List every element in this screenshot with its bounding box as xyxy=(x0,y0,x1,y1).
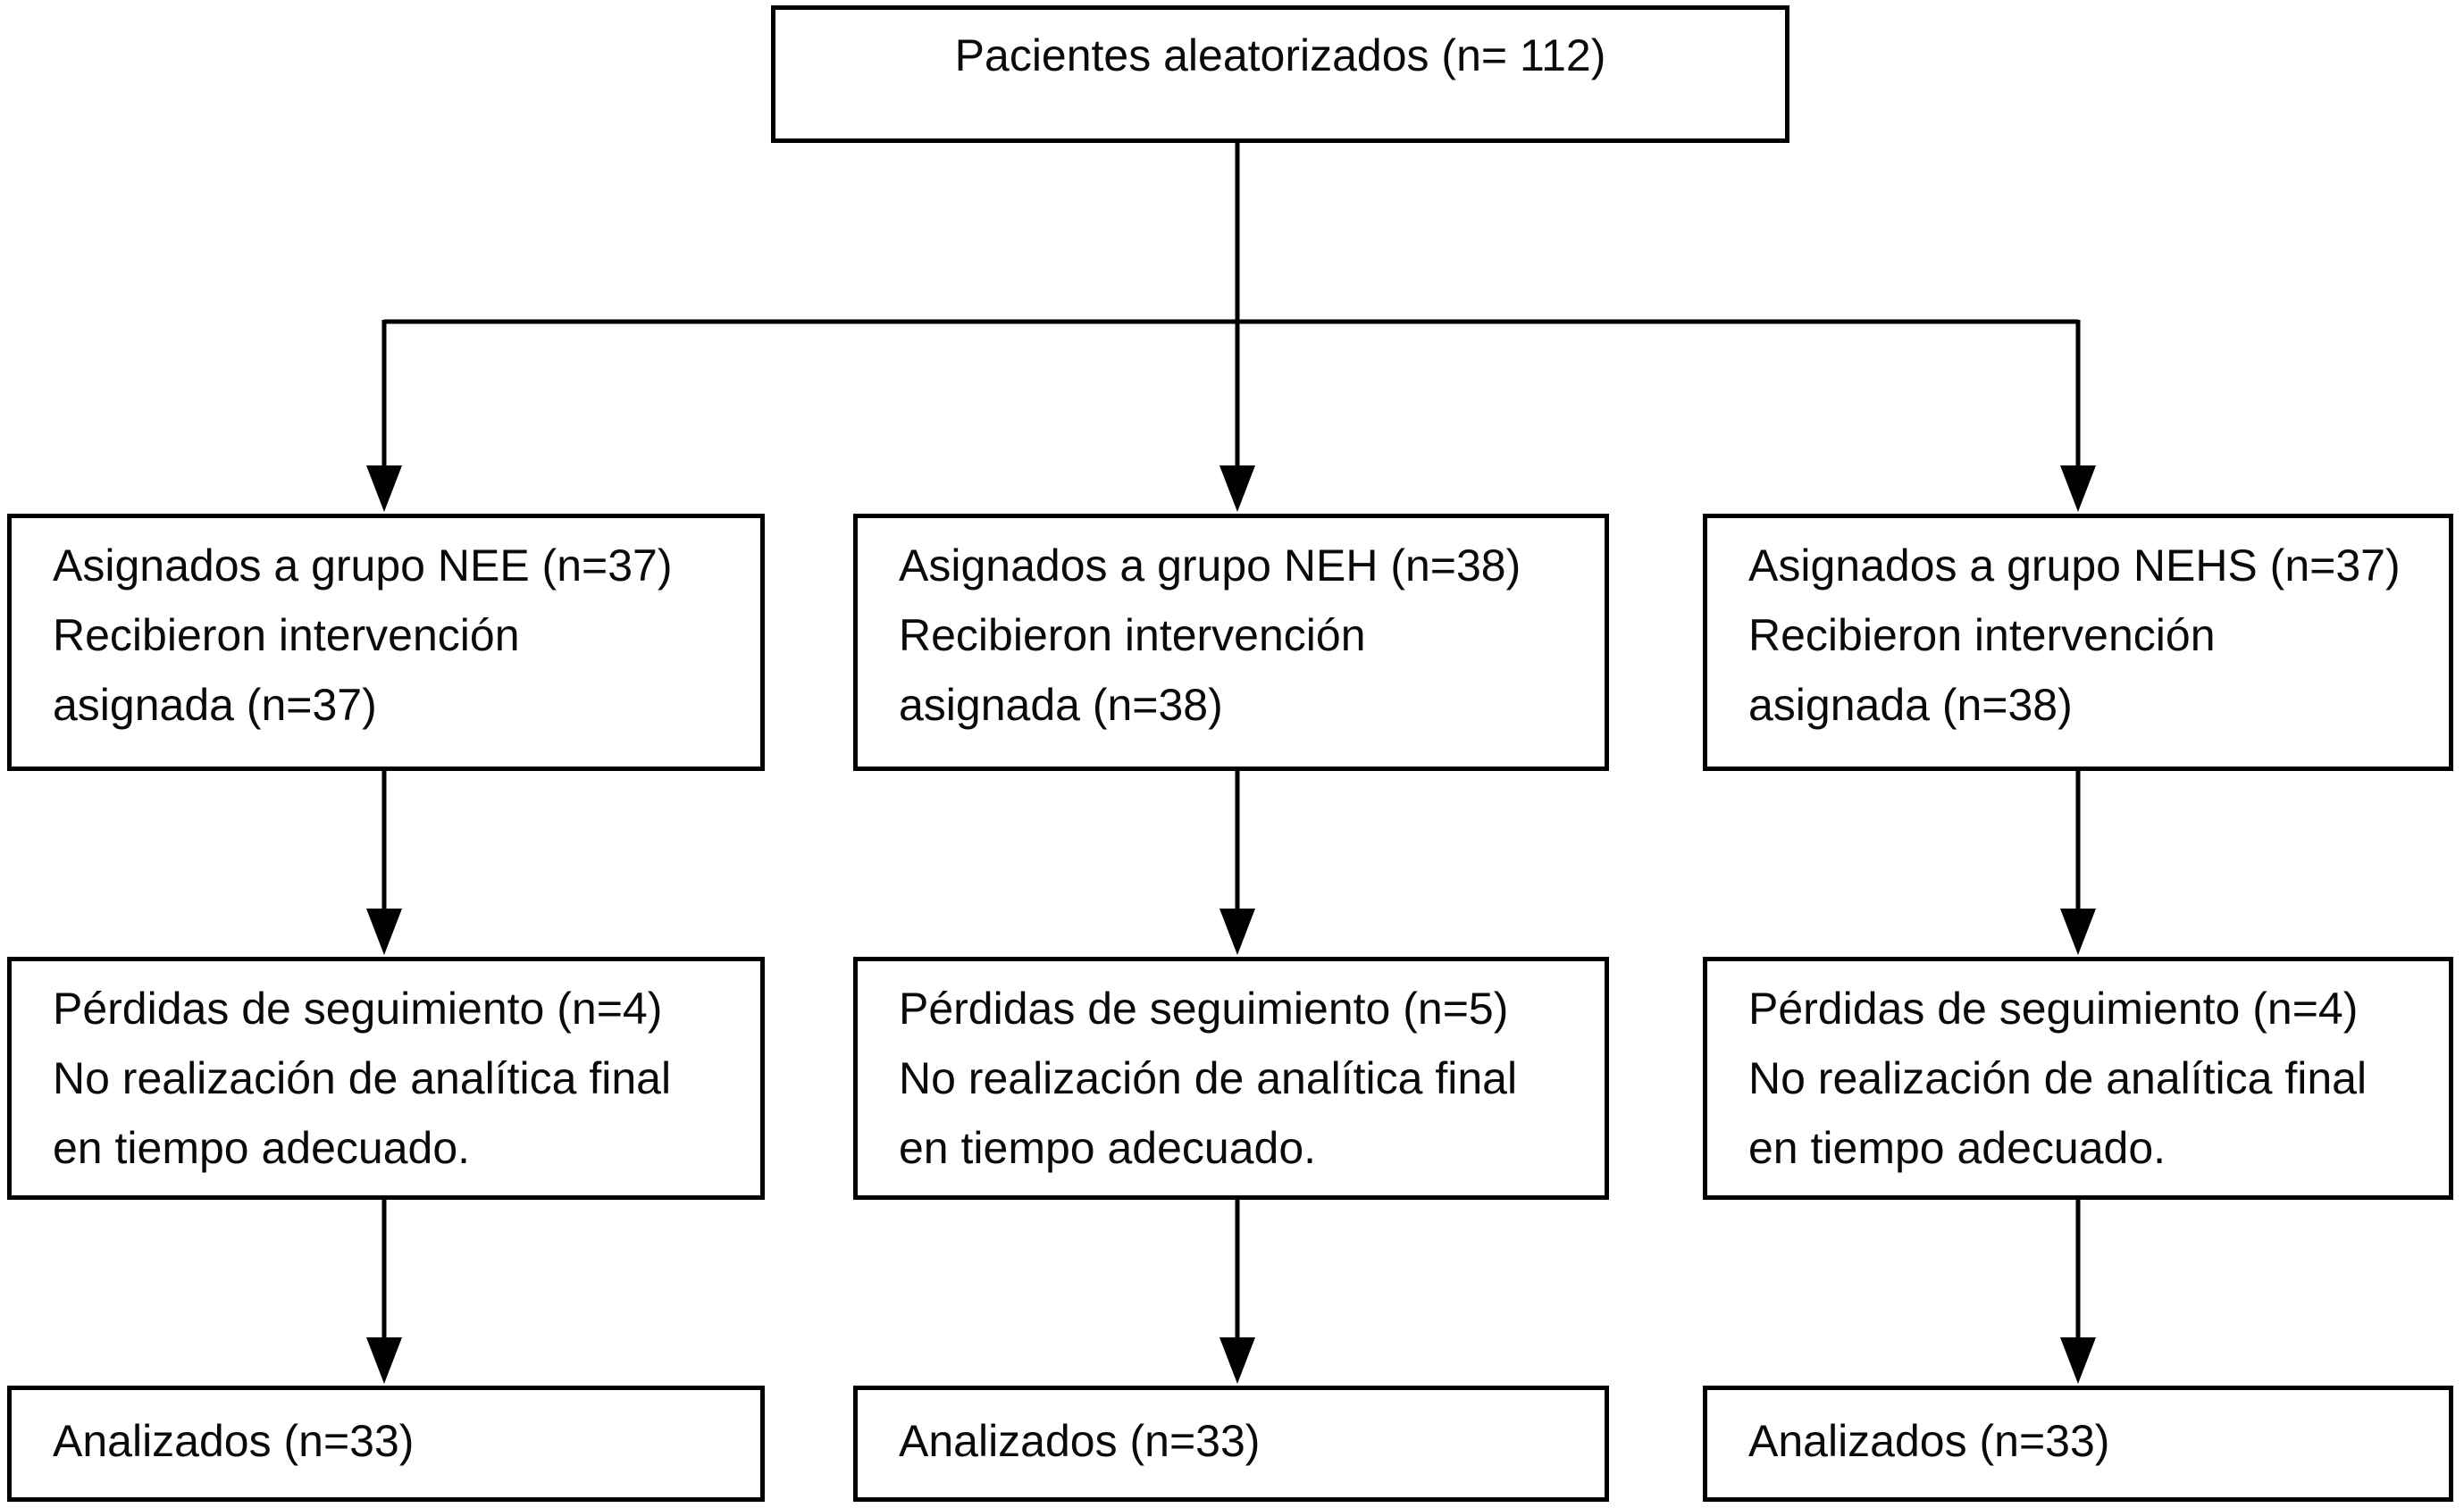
assigned-nehs-line2: Recibieron intervención xyxy=(1748,610,2216,660)
randomized-label: Pacientes aleatorizados (n= 112) xyxy=(954,30,1606,80)
lost-nehs-line1: Pérdidas de seguimiento (n=4) xyxy=(1748,984,2359,1034)
lost-neh-line3: en tiempo adecuado. xyxy=(899,1123,1317,1173)
assigned-neh-line1: Asignados a grupo NEH (n=38) xyxy=(899,540,1521,591)
assigned-neh-line2: Recibieron intervención xyxy=(899,610,1366,660)
lost-nee-line2: No realización de analítica final xyxy=(53,1053,672,1103)
arrowhead-middle-lost xyxy=(1219,909,1255,955)
analyzed-neh-label: Analizados (n=33) xyxy=(899,1416,1261,1466)
box-analyzed-nee: Analizados (n=33) xyxy=(7,1386,765,1502)
box-analyzed-neh: Analizados (n=33) xyxy=(853,1386,1609,1502)
box-assigned-neh: Asignados a grupo NEH (n=38) Recibieron … xyxy=(853,514,1609,771)
arrowhead-left-assigned xyxy=(366,465,402,512)
arrowhead-middle-analyzed xyxy=(1219,1337,1255,1384)
assigned-nee-line2: Recibieron intervención xyxy=(53,610,520,660)
box-lost-nee: Pérdidas de seguimiento (n=4) No realiza… xyxy=(7,957,765,1200)
analyzed-nehs-label: Analizados (n=33) xyxy=(1748,1416,2110,1466)
box-lost-nehs: Pérdidas de seguimiento (n=4) No realiza… xyxy=(1703,957,2453,1200)
arrowhead-left-analyzed xyxy=(366,1337,402,1384)
analyzed-nee-label: Analizados (n=33) xyxy=(53,1416,415,1466)
lost-nehs-line3: en tiempo adecuado. xyxy=(1748,1123,2166,1173)
arrowhead-middle-assigned xyxy=(1219,465,1255,512)
box-lost-neh: Pérdidas de seguimiento (n=5) No realiza… xyxy=(853,957,1609,1200)
assigned-neh-line3: asignada (n=38) xyxy=(899,680,1223,730)
assigned-nehs-line3: asignada (n=38) xyxy=(1748,680,2073,730)
box-assigned-nehs: Asignados a grupo NEHS (n=37) Recibieron… xyxy=(1703,514,2453,771)
assigned-nehs-line1: Asignados a grupo NEHS (n=37) xyxy=(1748,540,2401,591)
lost-nee-line3: en tiempo adecuado. xyxy=(53,1123,471,1173)
arrowhead-right-analyzed xyxy=(2060,1337,2096,1384)
lost-neh-line2: No realización de analítica final xyxy=(899,1053,1518,1103)
assigned-nee-line3: asignada (n=37) xyxy=(53,680,377,730)
lost-nehs-line2: No realización de analítica final xyxy=(1748,1053,2368,1103)
box-assigned-nee: Asignados a grupo NEE (n=37) Recibieron … xyxy=(7,514,765,771)
lost-neh-line1: Pérdidas de seguimiento (n=5) xyxy=(899,984,1509,1034)
box-randomized: Pacientes aleatorizados (n= 112) xyxy=(771,5,1789,143)
arrowhead-right-lost xyxy=(2060,909,2096,955)
arrowhead-right-assigned xyxy=(2060,465,2096,512)
lost-nee-line1: Pérdidas de seguimiento (n=4) xyxy=(53,984,663,1034)
arrowhead-left-lost xyxy=(366,909,402,955)
assigned-nee-line1: Asignados a grupo NEE (n=37) xyxy=(53,540,673,591)
box-analyzed-nehs: Analizados (n=33) xyxy=(1703,1386,2453,1502)
